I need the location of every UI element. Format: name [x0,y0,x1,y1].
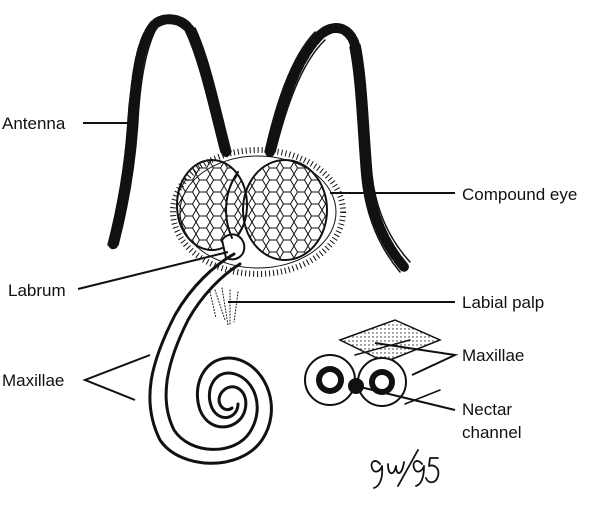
artist-signature [370,449,440,489]
nectar-channel-leader [355,385,456,411]
label-compound-eye: Compound eye [462,185,577,204]
label-nectar: Nectar [462,400,512,419]
proboscis-coil [148,252,273,465]
proboscis-cross-section [304,319,442,407]
head [170,147,346,326]
label-antenna: Antenna [2,114,66,133]
left-antenna [107,14,232,250]
right-compound-eye [242,159,328,261]
label-labial-palp: Labial palp [462,293,544,312]
label-maxillae-right: Maxillae [462,346,524,365]
labrum-leader [77,251,229,290]
right-antenna [264,23,411,273]
label-labrum: Labrum [8,281,66,300]
label-channel: channel [462,423,522,442]
maxillae-left-leader [82,354,151,401]
maxillae-right-leader [374,342,459,376]
label-maxillae-left: Maxillae [2,371,64,390]
